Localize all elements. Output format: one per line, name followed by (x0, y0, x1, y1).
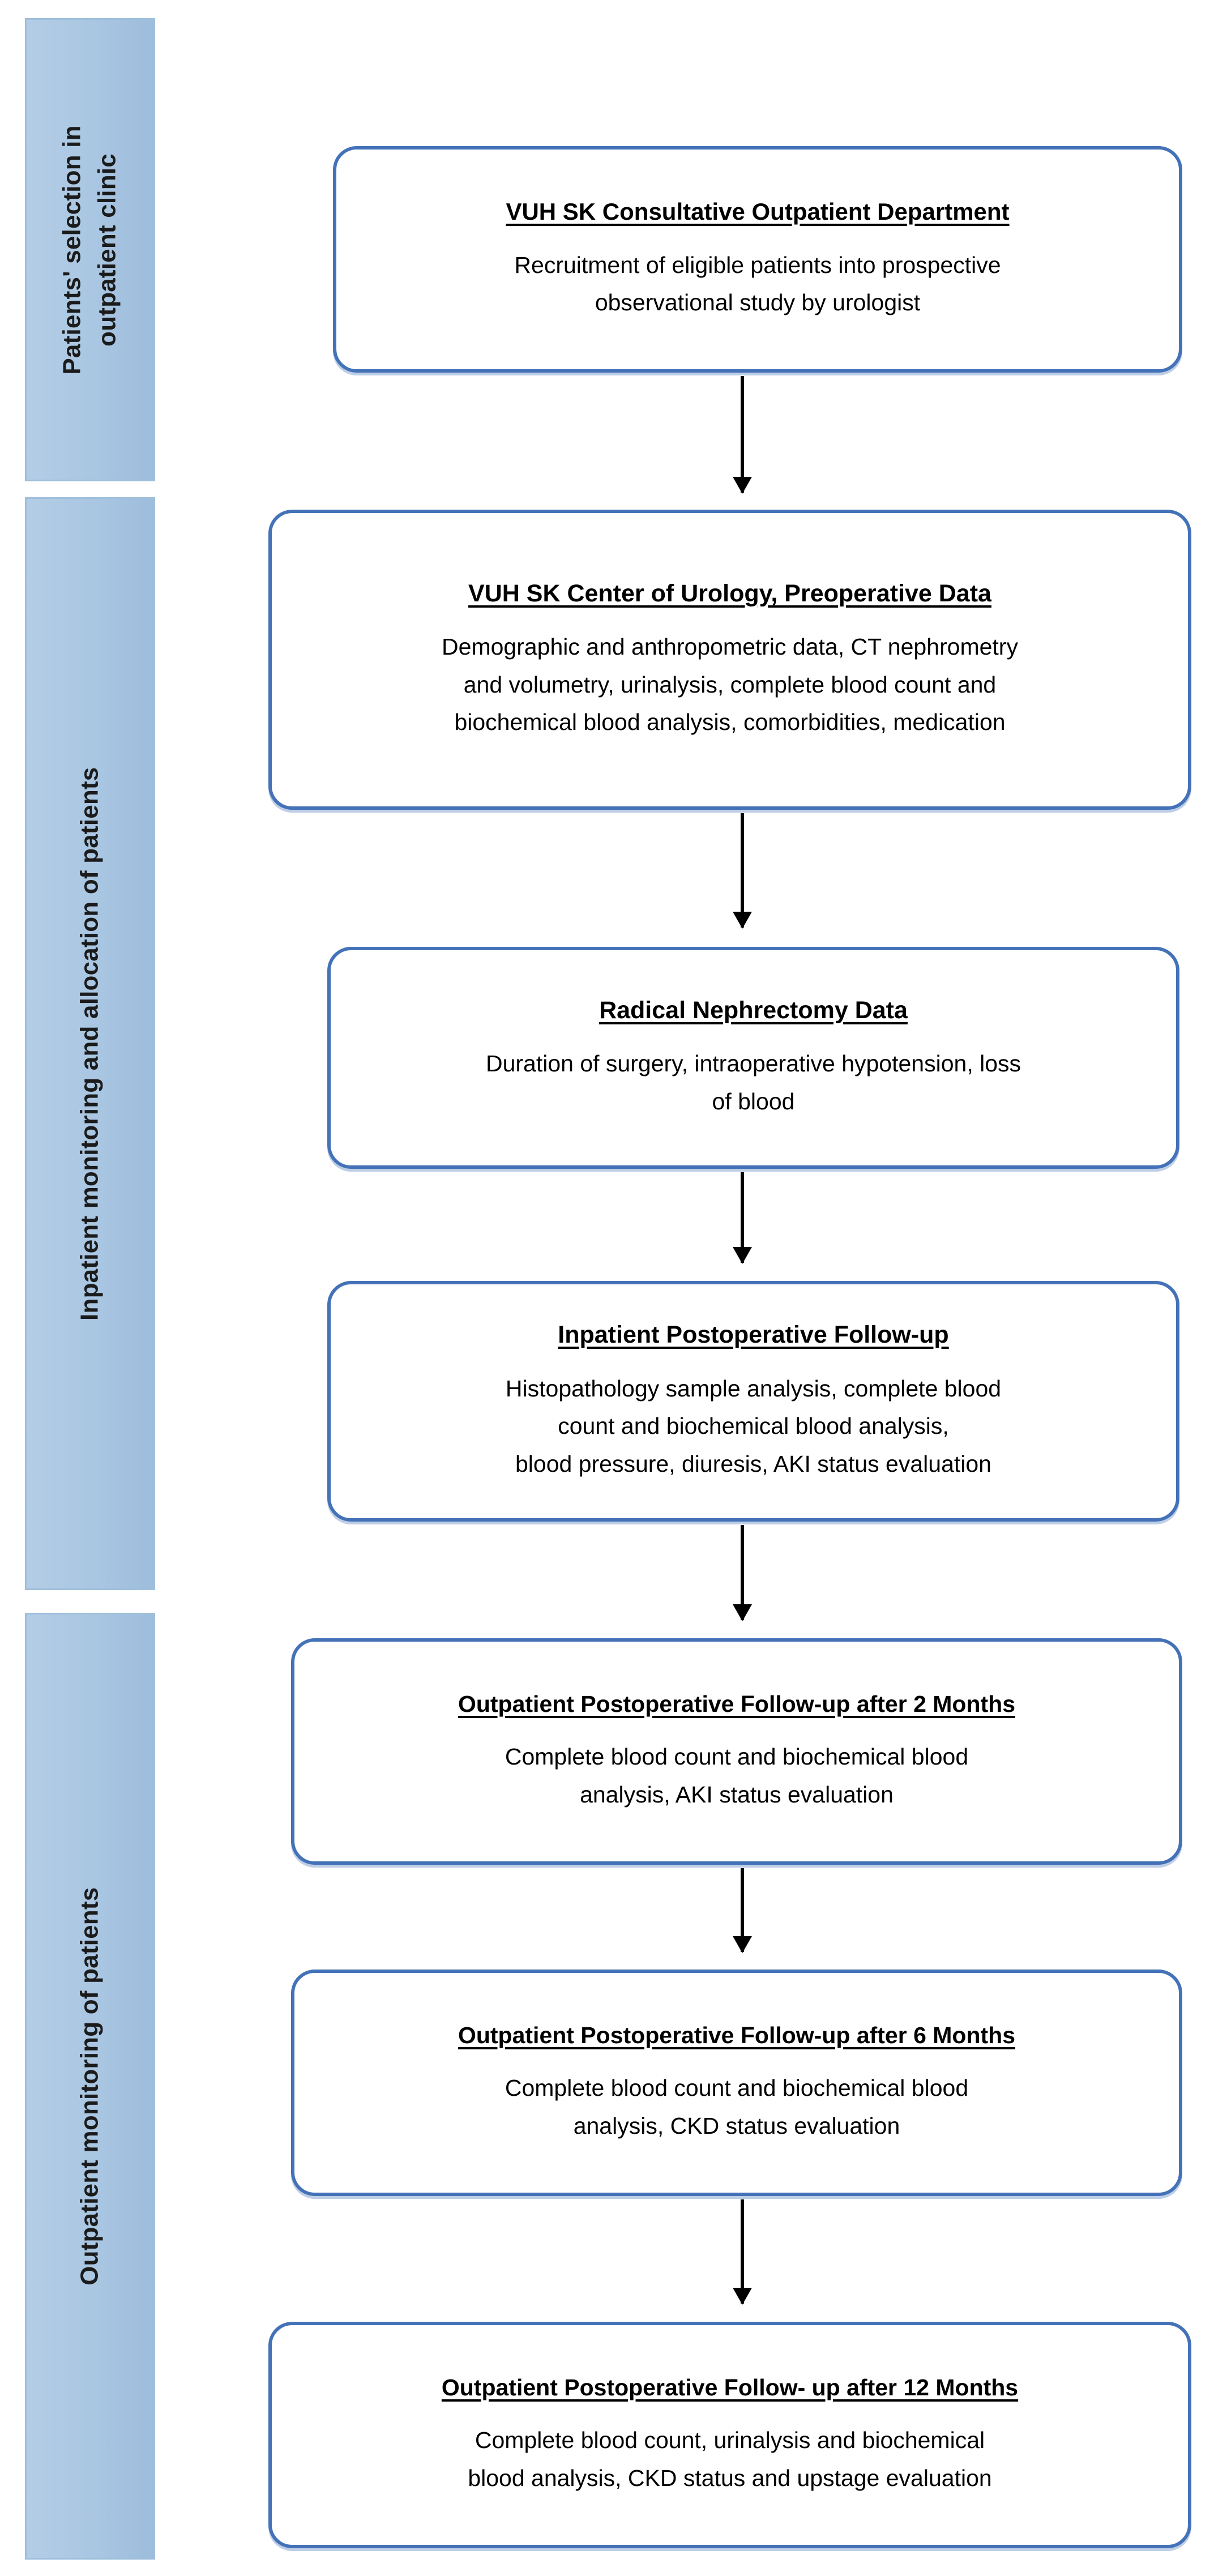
arrow-down-icon (741, 813, 744, 928)
flow-step-body-line: biochemical blood analysis, comorbiditie… (454, 709, 1006, 736)
flow-step-body-line: Complete blood count, urinalysis and bio… (475, 2427, 985, 2454)
arrow-down-icon (741, 376, 744, 493)
arrow-down-icon (741, 1525, 744, 1620)
flow-step-body: Duration of surgery, intraoperative hypo… (486, 1045, 1021, 1120)
flow-step-body: Complete blood count, urinalysis and bio… (468, 2421, 991, 2497)
flow-step-body-line: and volumetry, urinalysis, complete bloo… (463, 671, 997, 698)
phase-banner-label-line1: Inpatient monitoring and allocation of p… (75, 767, 104, 1321)
phase-banner-label: Inpatient monitoring and allocation of p… (72, 767, 108, 1320)
flow-step-body: Complete blood count and biochemical blo… (505, 2069, 968, 2144)
phase-banner-inpatient-monitoring: Inpatient monitoring and allocation of p… (25, 497, 155, 1590)
flow-step-outpatient-follow-up-6-months: Outpatient Postoperative Follow-up after… (291, 1970, 1182, 2196)
flow-step-title: VUH SK Consultative Outpatient Departmen… (506, 198, 1010, 225)
flow-step-body-line: blood analysis, CKD status and upstage e… (468, 2464, 992, 2491)
flow-step-title: Outpatient Postoperative Follow-up after… (458, 1690, 1016, 1717)
flow-step-body-line: observational study by urologist (595, 289, 921, 316)
flow-step-body: Recruitment of eligible patients into pr… (514, 246, 1001, 322)
flow-step-consultative-outpatient-department: VUH SK Consultative Outpatient Departmen… (333, 146, 1182, 373)
flow-step-body-line: Recruitment of eligible patients into pr… (514, 251, 1001, 278)
flow-step-outpatient-follow-up-2-months: Outpatient Postoperative Follow-up after… (291, 1638, 1182, 1865)
flow-step-body-line: count and biochemical blood analysis, (558, 1413, 949, 1439)
phase-banner-patients-selection: Patients' selection in outpatient clinic (25, 18, 155, 481)
flow-step-body-line: Histopathology sample analysis, complete… (505, 1375, 1002, 1402)
flow-step-body-line: blood pressure, diuresis, AKI status eva… (515, 1450, 991, 1477)
flow-step-body: Histopathology sample analysis, complete… (506, 1370, 1001, 1483)
flow-step-body-line: of blood (712, 1088, 795, 1114)
flow-step-title: VUH SK Center of Urology, Preoperative D… (468, 579, 991, 607)
flow-step-title: Outpatient Postoperative Follow-up after… (458, 2022, 1016, 2048)
phase-banner-label: Outpatient monitoring of patients (72, 1887, 108, 2285)
flow-step-title: Inpatient Postoperative Follow-up (558, 1321, 949, 1349)
flow-step-inpatient-postoperative-follow-up: Inpatient Postoperative Follow-up Histop… (327, 1281, 1179, 1522)
flow-step-title: Outpatient Postoperative Follow- up afte… (441, 2374, 1019, 2400)
flow-step-body-line: analysis, CKD status evaluation (573, 2112, 900, 2139)
flow-step-body-line: analysis, AKI status evaluation (580, 1781, 894, 1808)
phase-banner-label-line1: Patients' selection in (58, 125, 86, 375)
phase-banner-label-line1: Outpatient monitoring of patients (75, 1887, 104, 2285)
flow-step-body: Demographic and anthropometric data, CT … (442, 628, 1018, 741)
flow-step-body-line: Complete blood count and biochemical blo… (505, 2075, 969, 2101)
phase-banner-outpatient-monitoring: Outpatient monitoring of patients (25, 1613, 155, 2560)
flow-step-outpatient-follow-up-12-months: Outpatient Postoperative Follow- up afte… (268, 2322, 1191, 2548)
arrow-down-icon (741, 2199, 744, 2304)
flow-step-center-of-urology-preoperative-data: VUH SK Center of Urology, Preoperative D… (268, 510, 1191, 810)
flow-step-radical-nephrectomy-data: Radical Nephrectomy Data Duration of sur… (327, 947, 1179, 1169)
phase-banner-label: Patients' selection in outpatient clinic (55, 125, 126, 374)
arrow-down-icon (741, 1868, 744, 1952)
flow-step-title: Radical Nephrectomy Data (599, 996, 908, 1024)
arrow-down-icon (741, 1172, 744, 1263)
flow-step-body-line: Duration of surgery, intraoperative hypo… (485, 1050, 1021, 1077)
flow-step-body-line: Complete blood count and biochemical blo… (505, 1744, 969, 1770)
flow-step-body-line: Demographic and anthropometric data, CT … (442, 634, 1018, 660)
flow-step-body: Complete blood count and biochemical blo… (505, 1738, 968, 1813)
phase-banner-label-line2: outpatient clinic (93, 153, 122, 347)
